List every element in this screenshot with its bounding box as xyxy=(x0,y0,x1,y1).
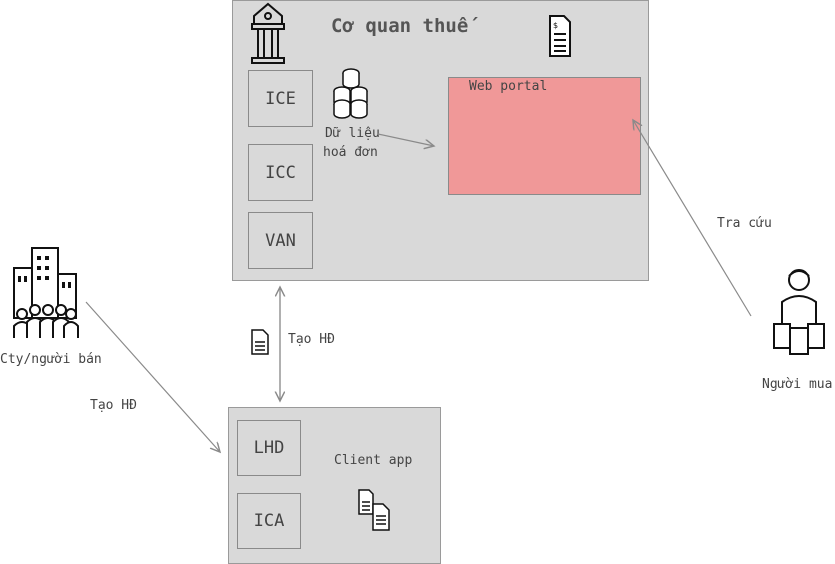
svg-text:$: $ xyxy=(553,21,558,30)
module-ica: ICA xyxy=(237,493,301,549)
invoice-data-label-line1: Dữ liệu xyxy=(325,126,380,141)
database-icon xyxy=(333,68,368,119)
module-icc: ICC xyxy=(248,144,313,201)
seller-label: Cty/người bán xyxy=(0,352,102,367)
edge-label-client-tax: Tạo HĐ xyxy=(288,332,335,347)
bank-icon xyxy=(251,2,285,64)
module-van: VAN xyxy=(248,212,313,269)
company-building-icon xyxy=(13,247,79,338)
tax-authority-title: Cơ quan thuế xyxy=(331,15,469,37)
edge-label-buyer-portal: Tra cứu xyxy=(717,216,772,231)
document-icon: $ xyxy=(549,15,571,57)
module-ice: ICE xyxy=(248,70,313,127)
shopper-icon xyxy=(773,269,825,355)
documents-icon xyxy=(358,489,390,531)
edge-label-seller-client: Tạo HĐ xyxy=(90,398,137,413)
client-app-title: Client app xyxy=(334,453,413,468)
invoice-document-icon xyxy=(251,329,269,355)
buyer-label: Người mua xyxy=(762,377,833,392)
web-portal-label: Web portal xyxy=(469,79,548,94)
web-portal-box xyxy=(448,77,641,195)
invoice-data-label-line2: hoá đơn xyxy=(323,145,378,160)
module-lhd: LHD xyxy=(237,420,301,476)
